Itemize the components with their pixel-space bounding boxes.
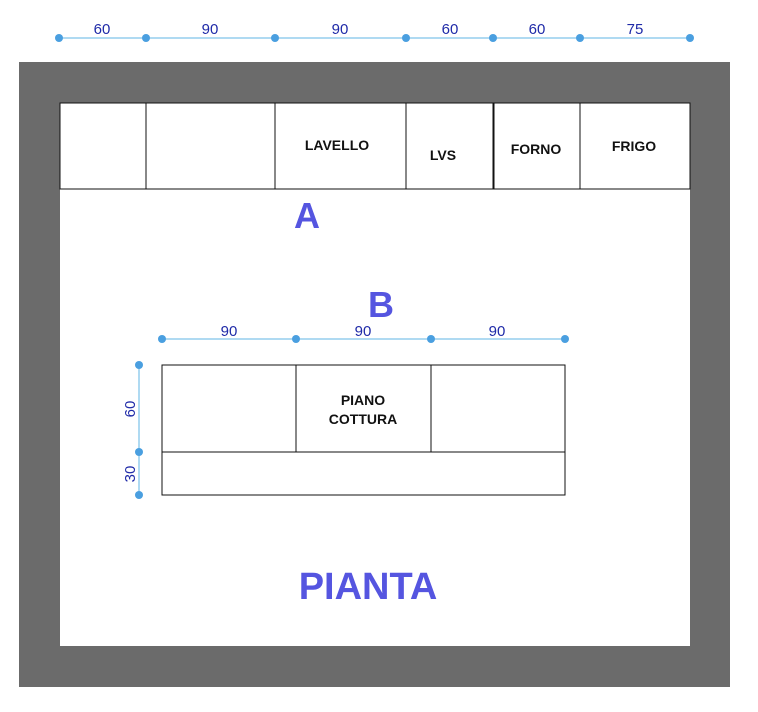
island-dim-label: 90	[355, 323, 372, 340]
cabinet-oven	[493, 102, 581, 190]
island-dim-point	[158, 335, 166, 343]
top-dim-label: 90	[202, 21, 219, 38]
island-depth-dimensions: 60 30	[122, 361, 143, 499]
top-dim-point	[142, 34, 150, 42]
top-dim-label: 75	[627, 21, 644, 38]
island-overhang	[161, 451, 566, 496]
wall-bottom	[19, 646, 730, 687]
top-dim-point	[271, 34, 279, 42]
hob-label-line2: COTTURA	[329, 411, 397, 427]
top-dimension-chain: 60 90 90 60 60 75	[55, 21, 694, 42]
island-depth-point	[135, 448, 143, 456]
island-dim-point	[292, 335, 300, 343]
island-depth-point	[135, 491, 143, 499]
top-dim-point	[55, 34, 63, 42]
top-dim-label: 90	[332, 21, 349, 38]
island-dim-label: 90	[489, 323, 506, 340]
wall-right	[690, 103, 730, 687]
cabinet-dishwasher	[405, 102, 494, 190]
island-depth-label: 60	[122, 401, 139, 418]
wall-a-cabinet-run: LAVELLO LVS FORNO FRIGO	[59, 102, 691, 190]
island-dim-point	[427, 335, 435, 343]
sink-label: LAVELLO	[305, 137, 369, 153]
section-label-b: B	[368, 284, 394, 325]
island-module-left	[161, 364, 297, 453]
plan-title: PIANTA	[299, 566, 438, 608]
cabinet-fridge	[579, 102, 691, 190]
island-b: PIANO COTTURA	[161, 364, 566, 496]
wall-left	[19, 62, 60, 687]
hob-label-line1: PIANO	[341, 392, 385, 408]
island-width-dimensions: 90 90 90	[158, 323, 569, 343]
island-module-hob	[295, 364, 432, 453]
oven-label: FORNO	[511, 141, 562, 157]
top-dim-point	[686, 34, 694, 42]
island-depth-point	[135, 361, 143, 369]
island-depth-label: 30	[122, 466, 139, 483]
section-label-a: A	[294, 195, 320, 236]
top-dim-label: 60	[529, 21, 546, 38]
top-dim-label: 60	[94, 21, 111, 38]
cabinet-sink	[274, 102, 407, 190]
top-dim-label: 60	[442, 21, 459, 38]
cabinet-base-60	[59, 102, 147, 190]
island-module-right	[430, 364, 566, 453]
dishwasher-label: LVS	[430, 147, 456, 163]
cabinet-base-90	[145, 102, 276, 190]
island-dim-label: 90	[221, 323, 238, 340]
fridge-label: FRIGO	[612, 138, 656, 154]
top-dim-point	[402, 34, 410, 42]
wall-top	[19, 62, 730, 103]
top-dim-point	[576, 34, 584, 42]
top-dim-point	[489, 34, 497, 42]
island-dim-point	[561, 335, 569, 343]
